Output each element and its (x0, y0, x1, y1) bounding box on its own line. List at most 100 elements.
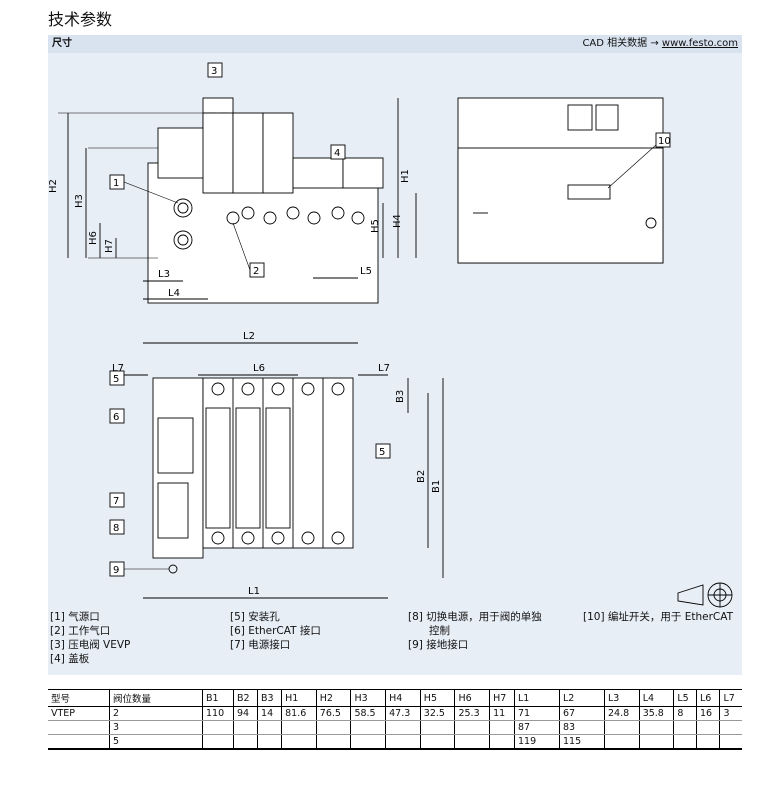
table-cell (673, 734, 697, 750)
legend-item: [7] 电源接口 (230, 639, 291, 651)
table-header: 型号 (48, 689, 110, 707)
svg-text:B2: B2 (416, 470, 427, 483)
table-cell (202, 734, 234, 750)
table-cell: 110 (202, 706, 234, 721)
table-cell (489, 720, 515, 735)
table-cell (350, 734, 386, 750)
table-header: B1 (202, 689, 234, 707)
svg-text:9: 9 (113, 565, 119, 576)
table-cell (257, 720, 282, 735)
svg-text:H6: H6 (88, 231, 99, 245)
svg-text:3: 3 (211, 66, 217, 77)
dimension-drawing: H2 H3 H6 H7 H1 H4 H5 L3 L4 L5 3 4 1 2 (48, 62, 733, 608)
table-header: L5 (673, 689, 697, 707)
table-header: L1 (514, 689, 560, 707)
svg-text:H3: H3 (74, 194, 85, 208)
table-cell: 115 (559, 734, 605, 750)
table-cell (232, 734, 258, 750)
legend-item: [6] EtherCAT 接口 (230, 625, 321, 637)
table-cell (385, 720, 421, 735)
svg-text:B3: B3 (395, 390, 406, 403)
table-header: H1 (281, 689, 317, 707)
svg-text:L1: L1 (248, 586, 260, 597)
table-cell: 2 (109, 706, 203, 721)
table-cell (281, 734, 317, 750)
table-header: B3 (257, 689, 282, 707)
table-header: L3 (604, 689, 640, 707)
table-cell (719, 734, 742, 750)
table-cell (315, 720, 351, 735)
table-cell (257, 734, 282, 750)
svg-text:2: 2 (253, 266, 259, 277)
table-cell (604, 734, 640, 750)
legend-item: [10] 编址开关，用于 EtherCAT (583, 611, 734, 623)
svg-text:B1: B1 (431, 480, 442, 493)
page-title: 技术参数 (48, 10, 113, 29)
table-header: 阀位数量 (109, 689, 203, 707)
svg-text:8: 8 (113, 523, 119, 534)
table-cell: 32.5 (419, 706, 455, 721)
legend-item: [4] 盖板 (50, 653, 90, 665)
table-cell (419, 720, 455, 735)
legend-item: [1] 气源口 (50, 611, 100, 623)
svg-text:H5: H5 (370, 219, 381, 233)
cad-reference: CAD 相关数据 → www.festo.com (582, 35, 738, 53)
cad-prefix: CAD 相关数据 → (582, 38, 659, 49)
table-cell: 5 (109, 734, 203, 750)
legend-item: 控制 (429, 625, 450, 637)
table-header: H3 (350, 689, 386, 707)
table-header: H4 (385, 689, 421, 707)
legend-item: [9] 接地接口 (408, 639, 469, 651)
svg-text:5: 5 (379, 447, 385, 458)
table-cell (350, 720, 386, 735)
svg-text:H7: H7 (104, 239, 115, 253)
legend-item: [2] 工作气口 (50, 625, 111, 637)
svg-text:H1: H1 (400, 169, 411, 183)
svg-text:H4: H4 (392, 214, 403, 228)
table-cell: 8 (673, 706, 697, 721)
dimension-table: 型号 阀位数量 B1 B2 B3 H1 H2 H3 H4 H5 H6 H7 L1… (48, 689, 742, 750)
svg-text:4: 4 (334, 148, 340, 159)
table-cell: 3 (719, 706, 742, 721)
front-view: H2 H3 H6 H7 H1 H4 H5 L3 L4 L5 3 4 1 2 (48, 62, 417, 304)
table-cell (48, 734, 110, 750)
svg-text:5: 5 (113, 374, 119, 385)
table-header: L2 (559, 689, 605, 707)
legend-col-4: [10] 编址开关，用于 EtherCAT (583, 610, 733, 624)
legend-col-1: [1] 气源口 [2] 工作气口 [3] 压电阀 VEVP [4] 盖板 (50, 610, 130, 666)
legend-item: [3] 压电阀 VEVP (50, 639, 131, 651)
table-cell (454, 720, 490, 735)
table-cell: 16 (695, 706, 720, 721)
table-cell: 67 (559, 706, 605, 721)
table-cell: 76.5 (315, 706, 351, 721)
section-bar: 尺寸 CAD 相关数据 → www.festo.com (48, 35, 742, 53)
table-cell: 24.8 (604, 706, 640, 721)
table-cell (638, 720, 674, 735)
table-cell (232, 720, 258, 735)
table-cell: 25.3 (454, 706, 490, 721)
svg-text:7: 7 (113, 496, 119, 507)
table-cell (419, 734, 455, 750)
table-cell (315, 734, 351, 750)
table-cell (489, 734, 515, 750)
table-cell: VTEP (48, 706, 110, 721)
cad-link[interactable]: www.festo.com (661, 38, 738, 49)
table-cell (202, 720, 234, 735)
table-cell (695, 734, 720, 750)
table-cell (673, 720, 697, 735)
table-cell (48, 720, 110, 735)
table-header: L4 (638, 689, 674, 707)
legend-col-2: [5] 安装孔 [6] EtherCAT 接口 [7] 电源接口 (230, 610, 321, 652)
side-view: 10 (457, 97, 671, 264)
svg-text:L7: L7 (378, 363, 390, 374)
table-header-row: 型号 阀位数量 B1 B2 B3 H1 H2 H3 H4 H5 H6 H7 L1… (48, 689, 742, 707)
top-view: L2 L6 L7 L7 L1 (109, 331, 444, 599)
table-cell: 3 (109, 720, 203, 735)
table-cell: 71 (514, 706, 560, 721)
svg-text:10: 10 (658, 136, 671, 147)
table-header: B2 (232, 689, 258, 707)
table-cell: 35.8 (638, 706, 674, 721)
